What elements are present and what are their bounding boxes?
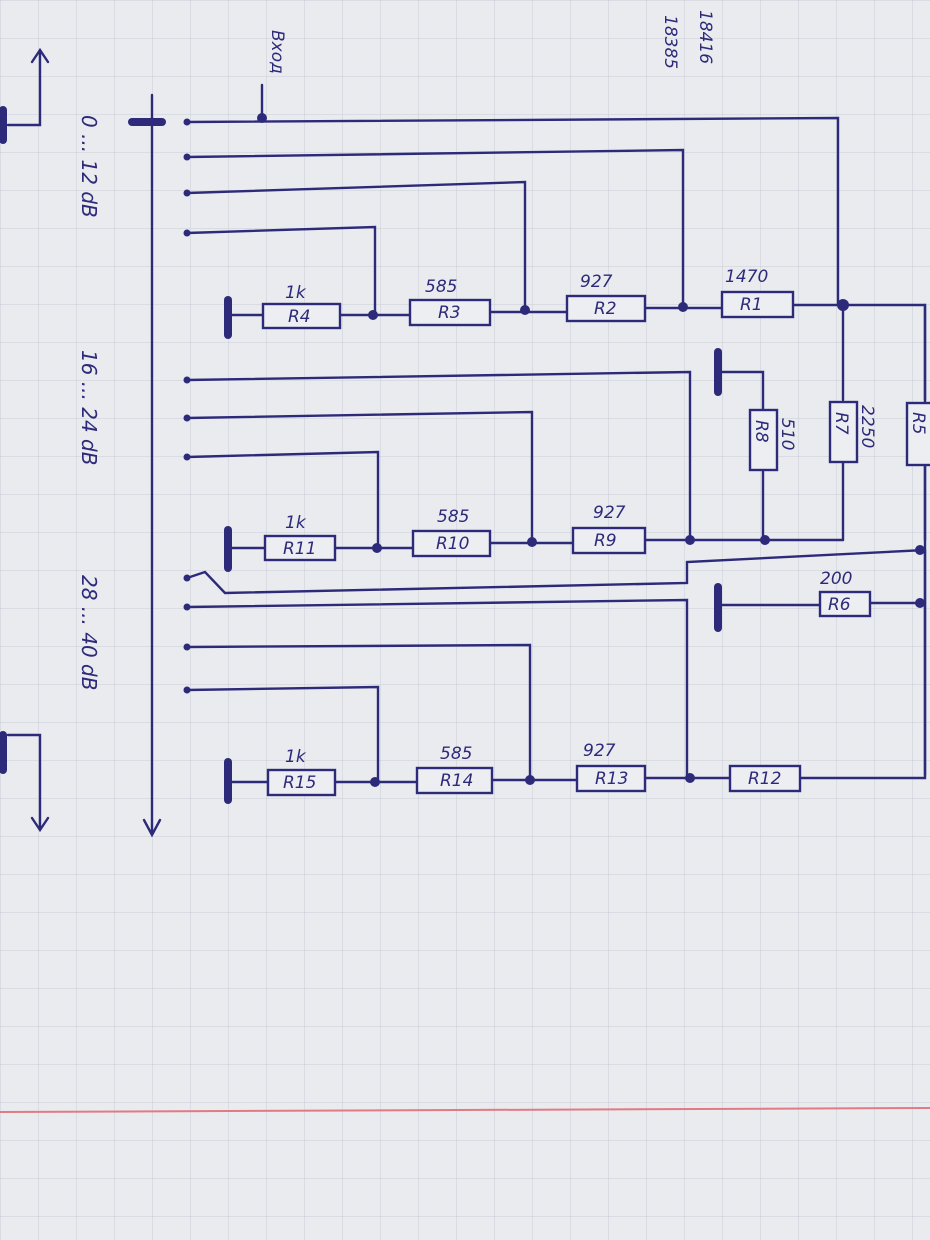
- svg-text:R14: R14: [440, 771, 473, 791]
- switch-bus: [128, 93, 166, 838]
- svg-text:R1: R1: [740, 295, 763, 315]
- svg-text:510: 510: [777, 418, 797, 450]
- output-arrow-top: [0, 47, 50, 144]
- svg-text:R13: R13: [595, 769, 628, 789]
- range-label-1: 0 ... 12 dB: [77, 115, 101, 218]
- note-value-b: 18385: [660, 15, 680, 69]
- svg-text:585: 585: [425, 277, 457, 297]
- junction-dots: [257, 113, 925, 787]
- svg-text:1470: 1470: [725, 267, 768, 287]
- ground-bars: [224, 296, 722, 804]
- input-label: Вход: [267, 30, 287, 74]
- svg-text:R3: R3: [438, 303, 461, 323]
- margin-line: [0, 1107, 930, 1113]
- switch-contacts: [183, 118, 191, 694]
- resistor-r5: R5: [905, 401, 930, 467]
- svg-text:2250: 2250: [857, 405, 877, 448]
- svg-text:R5: R5: [908, 412, 928, 435]
- range-label-3: 28 ... 40 dB: [77, 575, 101, 690]
- svg-text:R7: R7: [831, 412, 851, 435]
- resistor-r7: R7 2250: [828, 400, 877, 464]
- resistor-r12: R12: [728, 764, 802, 793]
- svg-text:1k: 1k: [285, 747, 307, 767]
- svg-text:R8: R8: [751, 420, 771, 443]
- svg-text:R10: R10: [436, 534, 469, 554]
- output-arrow-bottom: [0, 731, 50, 833]
- svg-text:R9: R9: [594, 531, 617, 551]
- resistor-r8: R8 510: [748, 408, 797, 472]
- svg-text:1k: 1k: [285, 283, 307, 303]
- svg-text:927: 927: [593, 503, 626, 523]
- svg-text:585: 585: [437, 507, 469, 527]
- svg-text:R6: R6: [828, 595, 851, 615]
- svg-text:R2: R2: [594, 299, 617, 319]
- svg-text:927: 927: [580, 272, 613, 292]
- svg-text:R12: R12: [748, 769, 781, 789]
- svg-text:R15: R15: [283, 773, 316, 793]
- svg-text:1k: 1k: [285, 513, 307, 533]
- range-label-2: 16 ... 24 dB: [77, 350, 101, 465]
- svg-text:200: 200: [820, 569, 852, 589]
- svg-text:927: 927: [583, 741, 616, 761]
- svg-text:R11: R11: [283, 539, 316, 559]
- svg-text:R4: R4: [288, 307, 311, 327]
- svg-text:585: 585: [440, 744, 472, 764]
- resistor-r1: R1 1470: [720, 267, 795, 319]
- note-value-a: 18416: [695, 10, 715, 64]
